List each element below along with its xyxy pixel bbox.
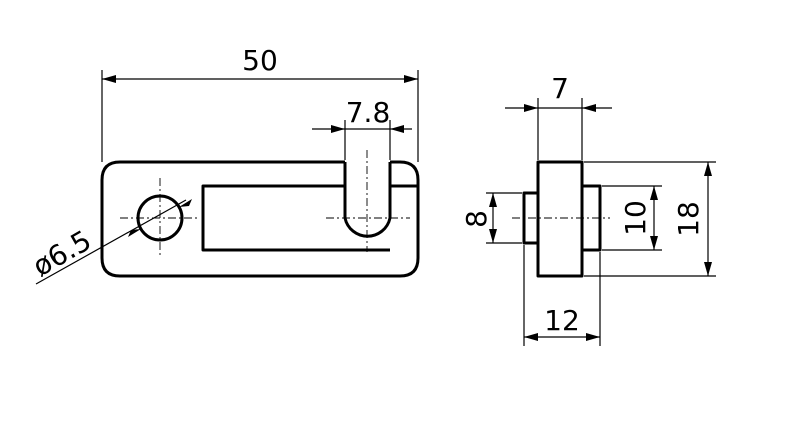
dim-slot-width: 7.8 xyxy=(312,96,412,160)
dim-thickness: 7 xyxy=(505,72,612,160)
dim-boss-small: 8 xyxy=(460,192,522,244)
dim-label-10: 10 xyxy=(619,200,652,236)
dim-hole-diameter: ø6.5 xyxy=(27,199,192,285)
dim-height: 18 xyxy=(584,161,716,277)
dim-label-18: 18 xyxy=(672,201,705,237)
dim-label-diameter: ø6.5 xyxy=(27,224,97,283)
dim-width: 12 xyxy=(523,245,601,346)
side-main-block xyxy=(536,160,584,278)
dim-label-7-8: 7.8 xyxy=(346,96,391,129)
dim-overall-length: 50 xyxy=(101,44,419,162)
side-view: 7 12 8 10 xyxy=(460,72,716,346)
slot-u xyxy=(343,162,392,238)
dim-label-12: 12 xyxy=(544,304,580,337)
dim-label-50: 50 xyxy=(242,44,278,77)
dim-boss-large: 10 xyxy=(602,185,662,251)
dim-label-7: 7 xyxy=(551,72,569,105)
plate-outline xyxy=(100,160,420,278)
pocket-rect xyxy=(201,184,390,252)
front-view: 50 7.8 ø6.5 xyxy=(27,44,420,285)
dim-label-8: 8 xyxy=(460,210,493,228)
